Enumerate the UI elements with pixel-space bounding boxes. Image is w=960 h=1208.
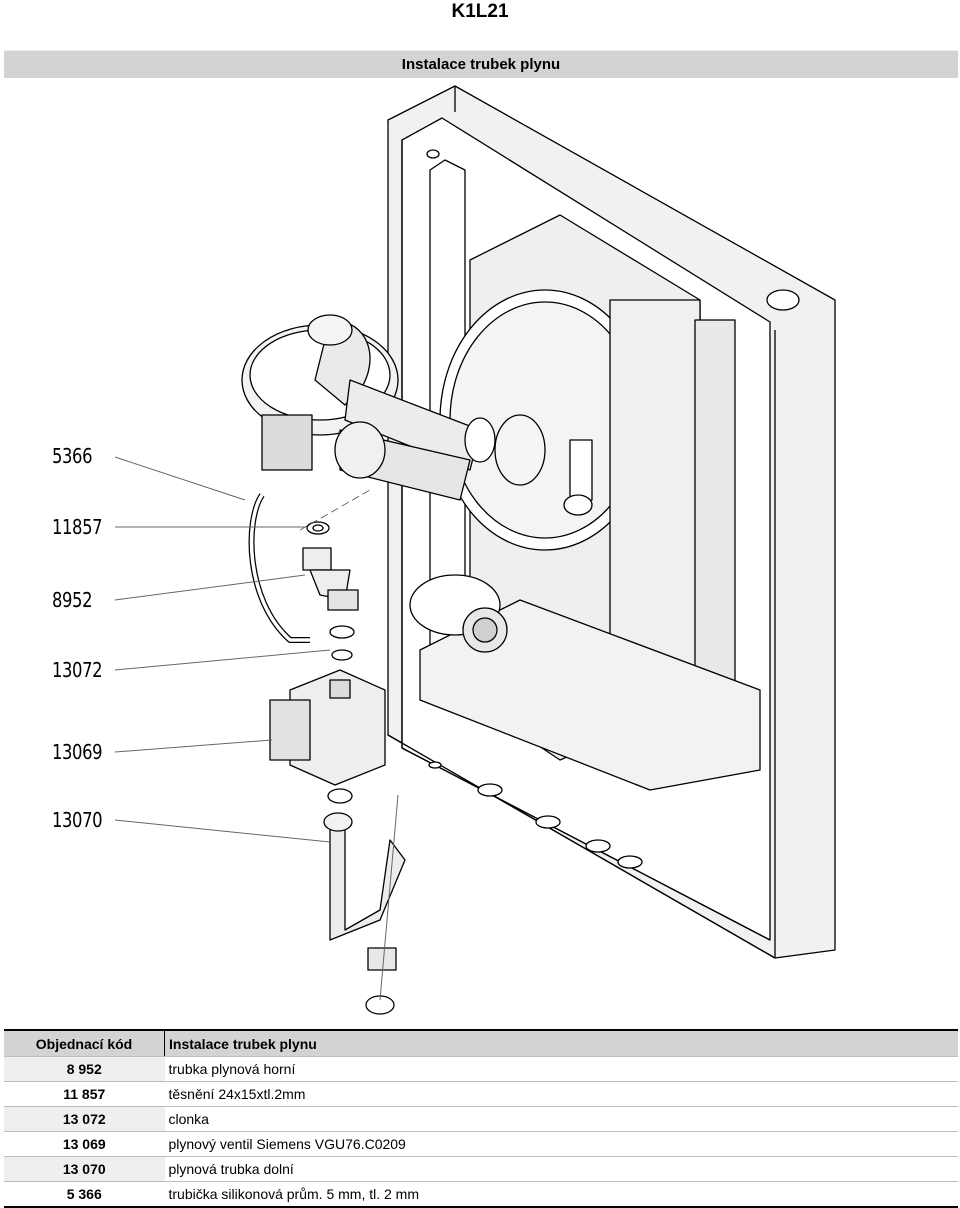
part-description: trubička silikonová prům. 5 mm, tl. 2 mm (164, 1181, 958, 1208)
column-header-description: Instalace trubek plynu (164, 1029, 958, 1057)
callout-13072: 13072 (52, 658, 103, 682)
callout-5366: 5366 (52, 444, 93, 468)
table-row: 5 366 trubička silikonová prům. 5 mm, tl… (4, 1181, 958, 1208)
part-description: plynový ventil Siemens VGU76.C0209 (164, 1131, 958, 1157)
table-row: 13 072 clonka (4, 1106, 958, 1132)
part-description: plynová trubka dolní (164, 1156, 958, 1182)
column-header-order-code: Objednací kód (4, 1029, 165, 1057)
table-row: 11 857 těsnění 24x15xtl.2mm (4, 1081, 958, 1107)
section-title: Instalace trubek plynu (4, 50, 958, 78)
table-header-row: Objednací kód Instalace trubek plynu (4, 1029, 958, 1057)
parts-table: Objednací kód Instalace trubek plynu 8 9… (4, 1029, 958, 1208)
part-code: 11 857 (4, 1081, 165, 1107)
part-description: těsnění 24x15xtl.2mm (164, 1081, 958, 1107)
table-row: 13 069 plynový ventil Siemens VGU76.C020… (4, 1131, 958, 1157)
callout-13070: 13070 (52, 808, 103, 832)
part-code: 13 072 (4, 1106, 165, 1132)
part-description: trubka plynová horní (164, 1056, 958, 1082)
fan-assembly (241, 314, 546, 501)
table-row: 13 070 plynová trubka dolní (4, 1156, 958, 1182)
frame-holes (428, 761, 643, 869)
leader-lines (114, 456, 399, 1001)
document-code: K1L21 (451, 1, 509, 22)
callout-8952: 8952 (52, 588, 93, 612)
table-row: 8 952 trubka plynová horní (4, 1056, 958, 1082)
callout-11857: 11857 (52, 515, 103, 539)
part-code: 5 366 (4, 1181, 165, 1208)
part-code: 13 070 (4, 1156, 165, 1182)
part-code: 8 952 (4, 1056, 165, 1082)
part-description: clonka (164, 1106, 958, 1132)
dash-centerline (299, 489, 371, 531)
heat-exchanger (409, 214, 761, 791)
exploded-assembly-drawing: 5366 11857 8952 13072 13069 13070 (0, 78, 960, 1026)
callout-13069: 13069 (52, 740, 103, 764)
exploded-parts (248, 493, 406, 1015)
part-code: 13 069 (4, 1131, 165, 1157)
